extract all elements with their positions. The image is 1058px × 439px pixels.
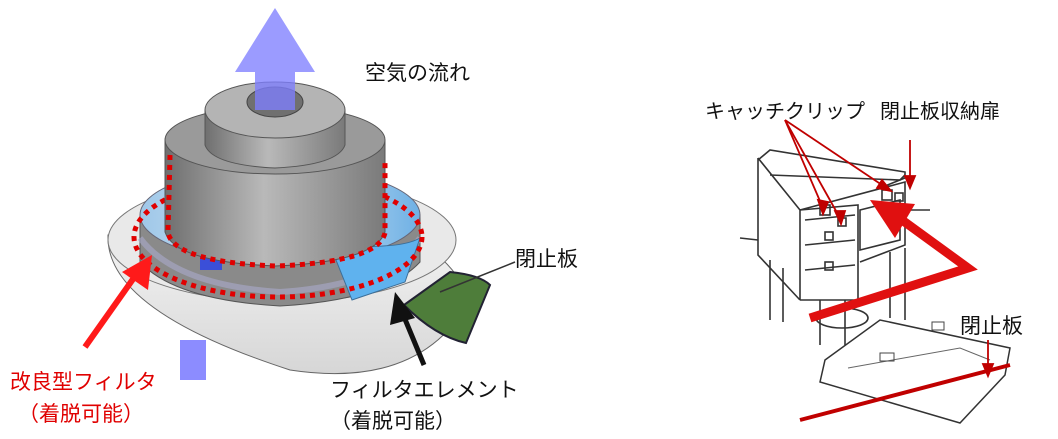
closing-plate-left — [402, 270, 492, 345]
filter-element-arrow — [390, 292, 427, 366]
improved-filter-outline-upper — [165, 154, 388, 269]
closing-plate-sheet — [799, 319, 1011, 424]
improved-filter-label: 改良型フィルタ — [10, 370, 157, 394]
storage-box-sketch — [739, 149, 930, 345]
filter-element-label: フィルタエレメント — [330, 378, 519, 402]
air-flow-arrow — [235, 8, 315, 110]
inflow-arrow — [180, 340, 206, 380]
closing-plate-door-label: 閉止板収納扉 — [880, 99, 1000, 123]
improved-filter-sub-label: （着脱可能） — [18, 402, 144, 426]
closing-plate-right-leader — [981, 340, 995, 379]
catch-clip-leaders — [784, 119, 894, 227]
closing-plate-leader — [439, 261, 516, 293]
insertion-arrow — [808, 200, 978, 323]
closing-plate-left-label: 閉止板 — [515, 247, 578, 271]
improved-filter-arrow — [82, 255, 152, 349]
catch-clip-label: キャッチクリップ — [705, 99, 865, 123]
filter-element-sub-label: （着脱可能） — [330, 409, 456, 433]
air-flow-label: 空気の流れ — [365, 61, 470, 85]
door-leader — [903, 140, 917, 191]
closing-plate-red-edge — [799, 363, 1011, 422]
closing-plate-right-label: 閉止板 — [960, 314, 1023, 338]
